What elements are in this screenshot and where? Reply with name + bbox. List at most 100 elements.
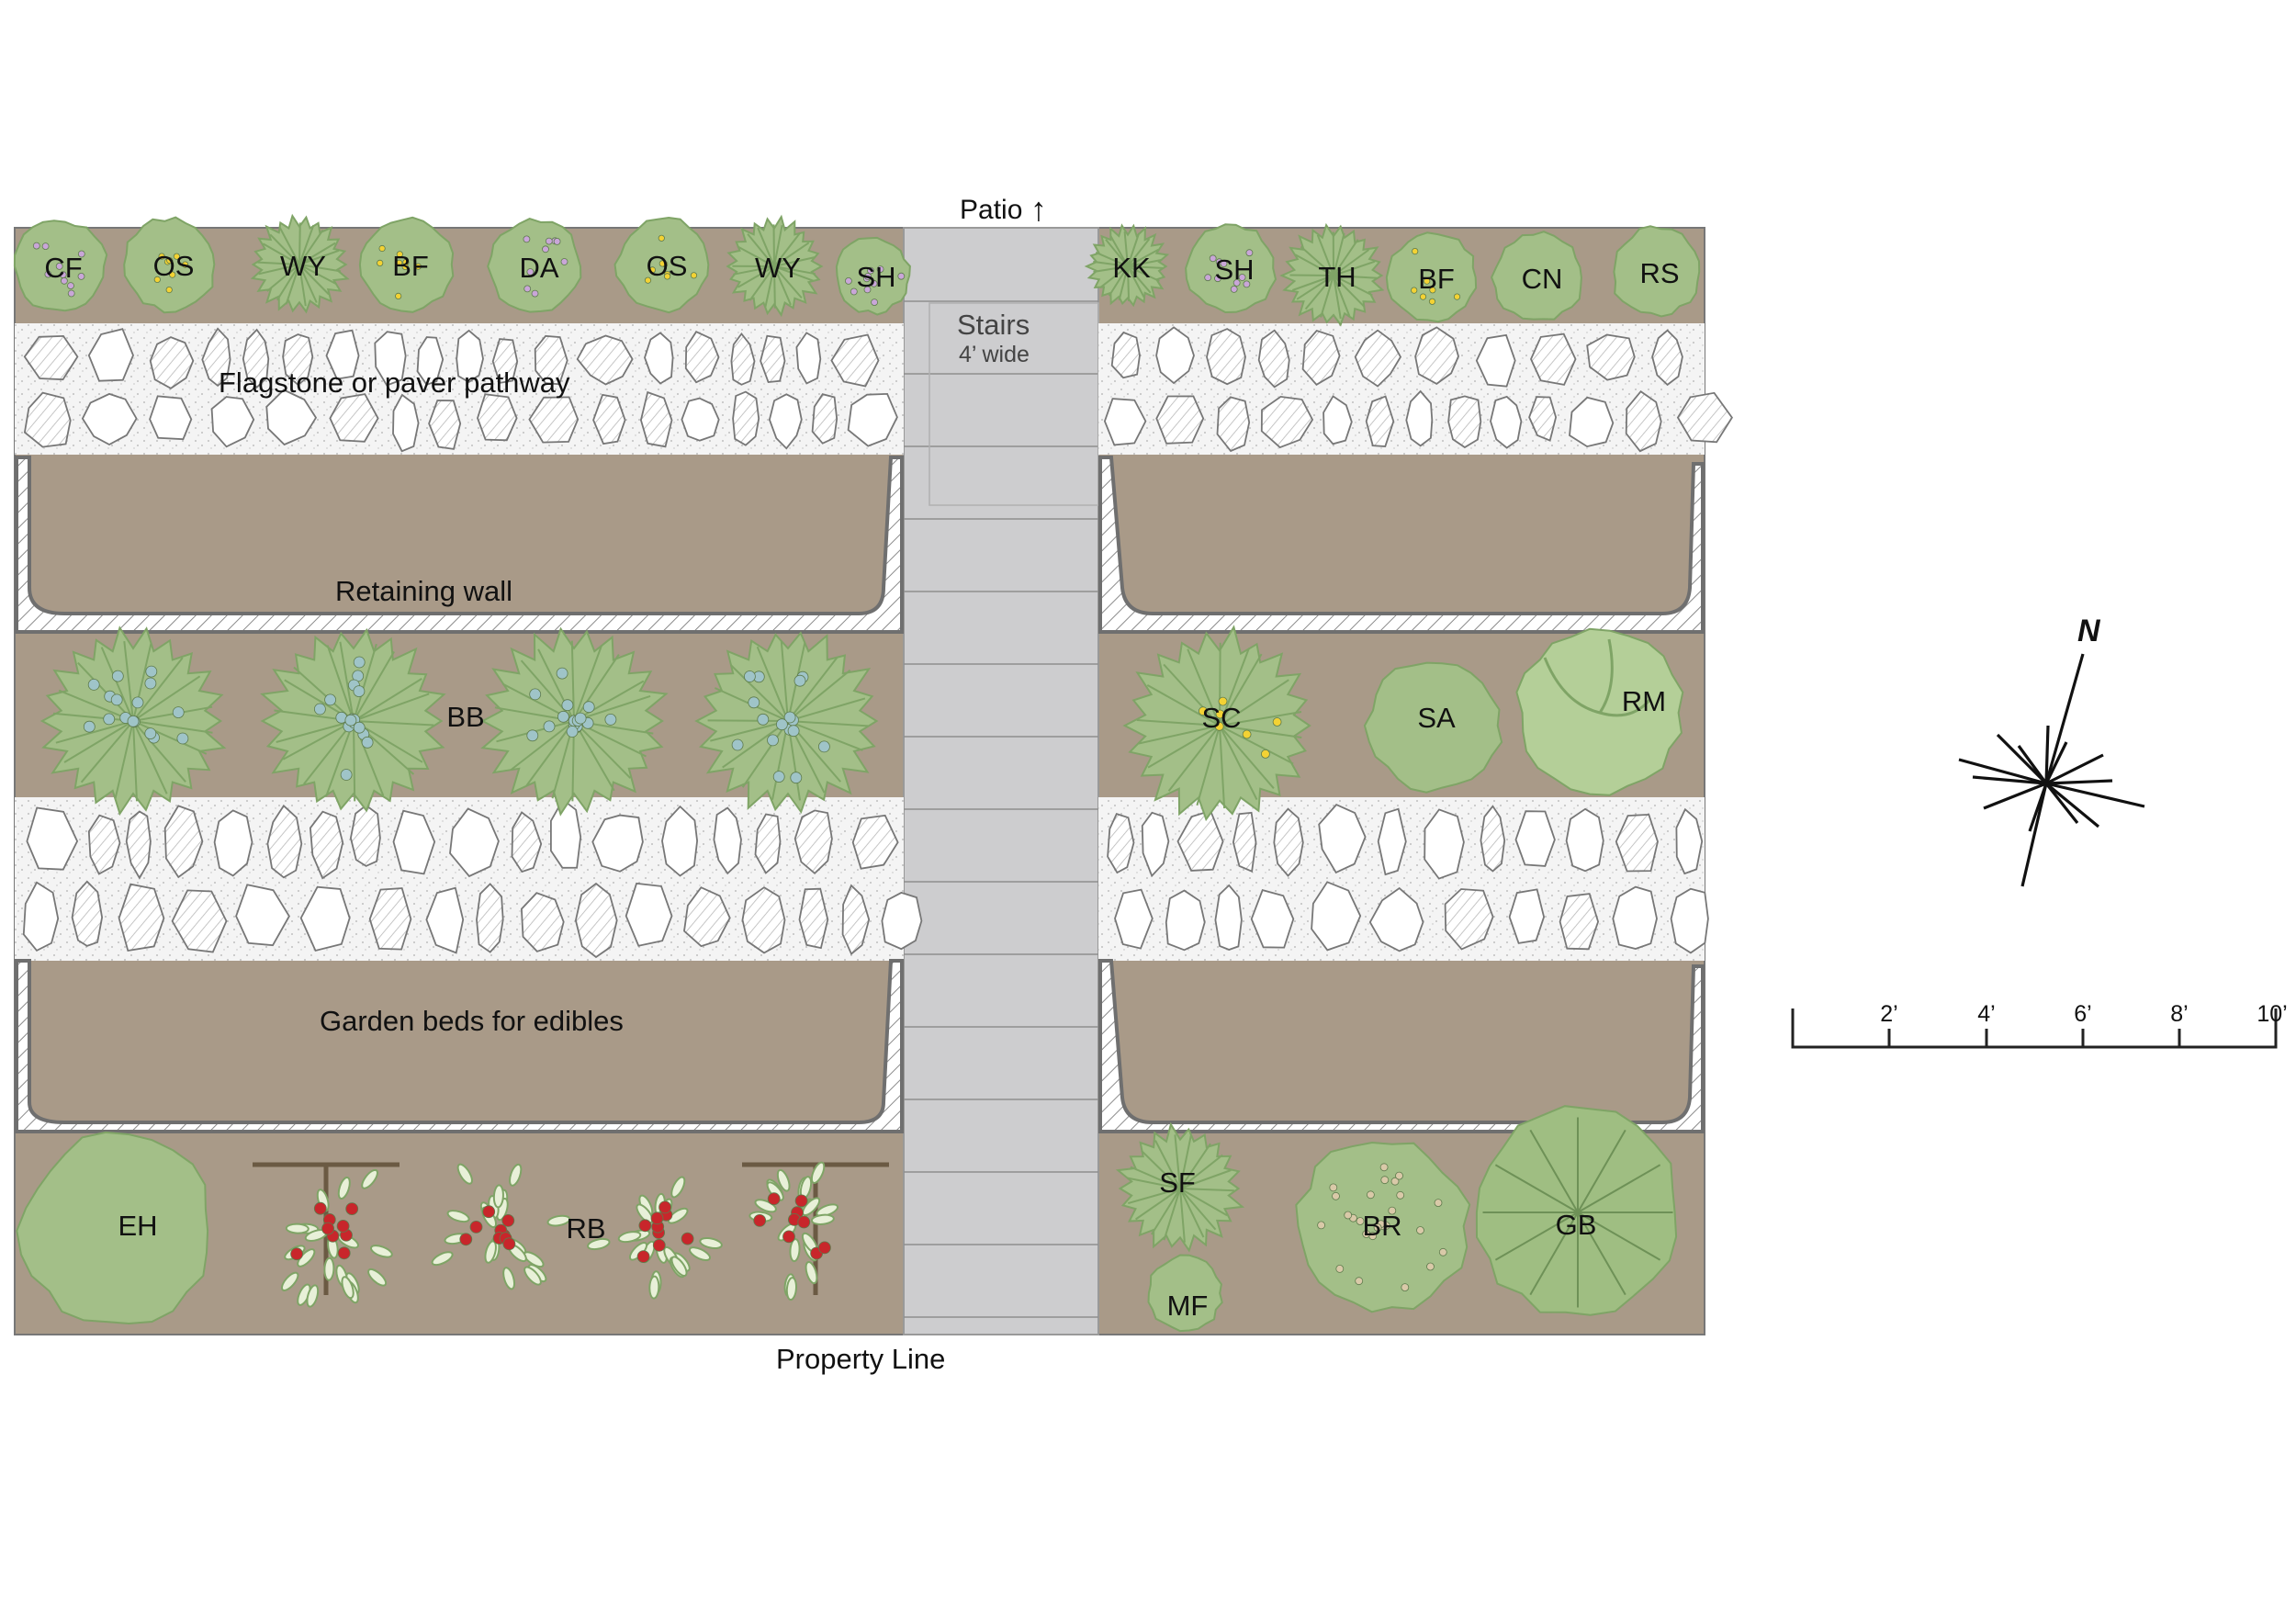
plant-flower-dot bbox=[354, 686, 365, 697]
plant-flower-dot bbox=[502, 1214, 514, 1226]
plant-flower-dot bbox=[483, 1206, 495, 1218]
compass-ray bbox=[1984, 783, 2046, 808]
plant-flower-dot bbox=[1401, 1284, 1409, 1291]
plant-label: SH bbox=[1214, 254, 1254, 286]
property-line-label: Property Line bbox=[776, 1343, 945, 1375]
plant-flower-dot bbox=[146, 666, 157, 677]
compass-ray bbox=[2046, 654, 2083, 783]
plant-flower-dot bbox=[748, 697, 760, 708]
flagstone bbox=[351, 806, 380, 866]
plant-flower-dot bbox=[1427, 1263, 1435, 1270]
plant-flower-dot bbox=[768, 735, 779, 746]
plant-flower-dot bbox=[872, 299, 878, 306]
plant-flower-dot bbox=[1435, 1200, 1442, 1207]
plant-flower-dot bbox=[639, 1220, 651, 1232]
plant-label: WY bbox=[280, 250, 326, 282]
plant-flower-dot bbox=[1205, 275, 1211, 281]
plant-label: CF bbox=[44, 252, 82, 284]
plant-flower-dot bbox=[1417, 1227, 1424, 1234]
plant-flower-dot bbox=[532, 290, 538, 297]
retaining-wall-label: Retaining wall bbox=[335, 575, 512, 607]
plant-flower-dot bbox=[773, 772, 784, 783]
plant-label: KK bbox=[1112, 252, 1151, 284]
plant-flower-dot bbox=[338, 1247, 350, 1259]
plant-flower-dot bbox=[1261, 749, 1269, 758]
plant-flower-dot bbox=[546, 238, 552, 244]
plant-leaf bbox=[287, 1223, 309, 1234]
flagstone bbox=[1424, 809, 1464, 878]
plant-flower-dot bbox=[605, 714, 616, 725]
plant-flower-dot bbox=[354, 722, 365, 733]
plant-flower-dot bbox=[1412, 287, 1417, 293]
plant-flower-dot bbox=[776, 719, 787, 730]
plant-flower-dot bbox=[524, 286, 531, 292]
plant-label: CN bbox=[1522, 263, 1563, 295]
plant-flower-dot bbox=[1356, 1278, 1363, 1285]
plant-label: EH bbox=[118, 1210, 157, 1242]
plant-flower-dot bbox=[68, 290, 74, 297]
plant-label: GB bbox=[1556, 1209, 1597, 1241]
plant-flower-dot bbox=[1396, 1172, 1403, 1179]
plant-flower-dot bbox=[758, 714, 769, 725]
north-label: N bbox=[2077, 614, 2101, 648]
plant-label: RM bbox=[1622, 685, 1666, 717]
plant-flower-dot bbox=[1336, 1265, 1344, 1272]
plant-row1-left-cf: CF bbox=[15, 220, 107, 310]
plant-flower-dot bbox=[818, 1242, 830, 1254]
plant-flower-dot bbox=[768, 1193, 780, 1205]
flagstone bbox=[1567, 809, 1604, 872]
plant-label: RB bbox=[566, 1212, 605, 1245]
plant-flower-dot bbox=[1231, 286, 1237, 292]
plant-flower-dot bbox=[354, 657, 365, 668]
plant-leaf bbox=[649, 1276, 659, 1298]
plant-label: BB bbox=[446, 701, 484, 733]
plant-flower-dot bbox=[1243, 730, 1251, 738]
plant-label: DA bbox=[519, 252, 558, 284]
plant-flower-dot bbox=[145, 728, 156, 739]
plant-flower-dot bbox=[379, 245, 385, 251]
plant-leaf bbox=[324, 1258, 334, 1280]
plant-flower-dot bbox=[523, 236, 530, 242]
plant-flower-dot bbox=[314, 704, 325, 715]
plant-flower-dot bbox=[341, 770, 352, 781]
plant-flower-dot bbox=[1397, 1191, 1404, 1199]
stairs bbox=[904, 228, 1098, 1335]
plant-flower-dot bbox=[554, 238, 560, 244]
plant-flower-dot bbox=[1367, 1191, 1374, 1199]
plant-flower-dot bbox=[530, 689, 541, 700]
scale-tick-label: 10’ bbox=[2257, 1001, 2287, 1027]
plant-label: MF bbox=[1167, 1290, 1209, 1322]
plant-flower-dot bbox=[291, 1248, 303, 1260]
plant-flower-dot bbox=[128, 715, 139, 727]
plant-flower-dot bbox=[33, 242, 39, 249]
plant-flower-dot bbox=[88, 679, 99, 690]
stairs-label: Stairs bbox=[957, 309, 1030, 341]
scale-tick-label: 4’ bbox=[1977, 1001, 1995, 1027]
flagstone bbox=[1613, 887, 1657, 949]
plant-flower-dot bbox=[544, 721, 555, 732]
plant-flower-dot bbox=[322, 1223, 334, 1234]
plant-flower-dot bbox=[362, 737, 373, 748]
garden-beds-label: Garden beds for edibles bbox=[320, 1005, 624, 1037]
plant-label: SF bbox=[1159, 1166, 1196, 1199]
plant-flower-dot bbox=[567, 727, 578, 738]
plant-flower-dot bbox=[460, 1234, 472, 1245]
plant-flower-dot bbox=[557, 711, 568, 722]
plant-flower-dot bbox=[744, 671, 755, 682]
plant-flower-dot bbox=[314, 1202, 326, 1214]
plant-flower-dot bbox=[177, 733, 188, 744]
plant-flower-dot bbox=[754, 1214, 766, 1226]
plant-flower-dot bbox=[1380, 1164, 1388, 1171]
flagstone bbox=[1166, 891, 1205, 951]
plant-flower-dot bbox=[788, 726, 799, 737]
plant-label: BF bbox=[392, 250, 429, 282]
plant-row3-right-mf: MF bbox=[1149, 1256, 1222, 1332]
plant-label: OS bbox=[153, 250, 195, 282]
plant-flower-dot bbox=[1333, 1192, 1340, 1200]
compass-ray bbox=[2022, 783, 2046, 886]
plant-flower-dot bbox=[132, 697, 143, 708]
plant-label: SA bbox=[1417, 702, 1456, 734]
plant-flower-dot bbox=[795, 1195, 807, 1207]
flagstone bbox=[393, 395, 419, 451]
